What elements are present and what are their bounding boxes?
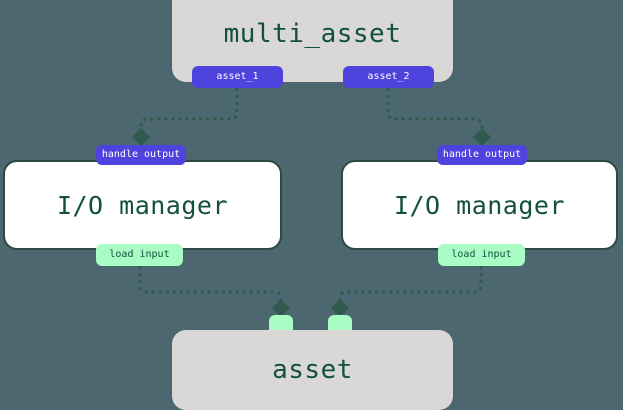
output-port-asset-2-label: asset_2 [367,71,410,82]
output-port-asset-1[interactable]: asset_1 [192,66,283,88]
output-port-asset-1-label: asset_1 [216,71,259,82]
edge-io-right-to-asset [331,266,483,317]
node-asset-title: asset [272,355,353,385]
edge-asset1-to-io-left [132,88,239,146]
input-port-handle-output-left-label: handle output [101,149,181,160]
output-port-load-input-left-label: load input [109,249,170,260]
node-io-manager-left-title: I/O manager [56,190,229,220]
edge-io-left-to-asset [138,266,290,317]
input-port-handle-output-right-label: handle output [442,149,522,160]
node-io-manager-right[interactable]: I/O manager [341,160,618,250]
node-asset[interactable]: asset [172,330,453,410]
edge-asset2-to-io-right [386,88,491,146]
node-io-manager-left[interactable]: I/O manager [3,160,282,250]
output-port-asset-2[interactable]: asset_2 [343,66,434,88]
output-port-load-input-left[interactable]: load input [96,244,183,266]
output-port-load-input-right[interactable]: load input [438,244,525,266]
node-io-manager-right-title: I/O manager [393,190,566,220]
output-port-load-input-right-label: load input [451,249,512,260]
input-port-handle-output-left[interactable]: handle output [96,145,186,165]
node-multi-asset-title: multi_asset [223,19,402,49]
input-port-handle-output-right[interactable]: handle output [437,145,527,165]
